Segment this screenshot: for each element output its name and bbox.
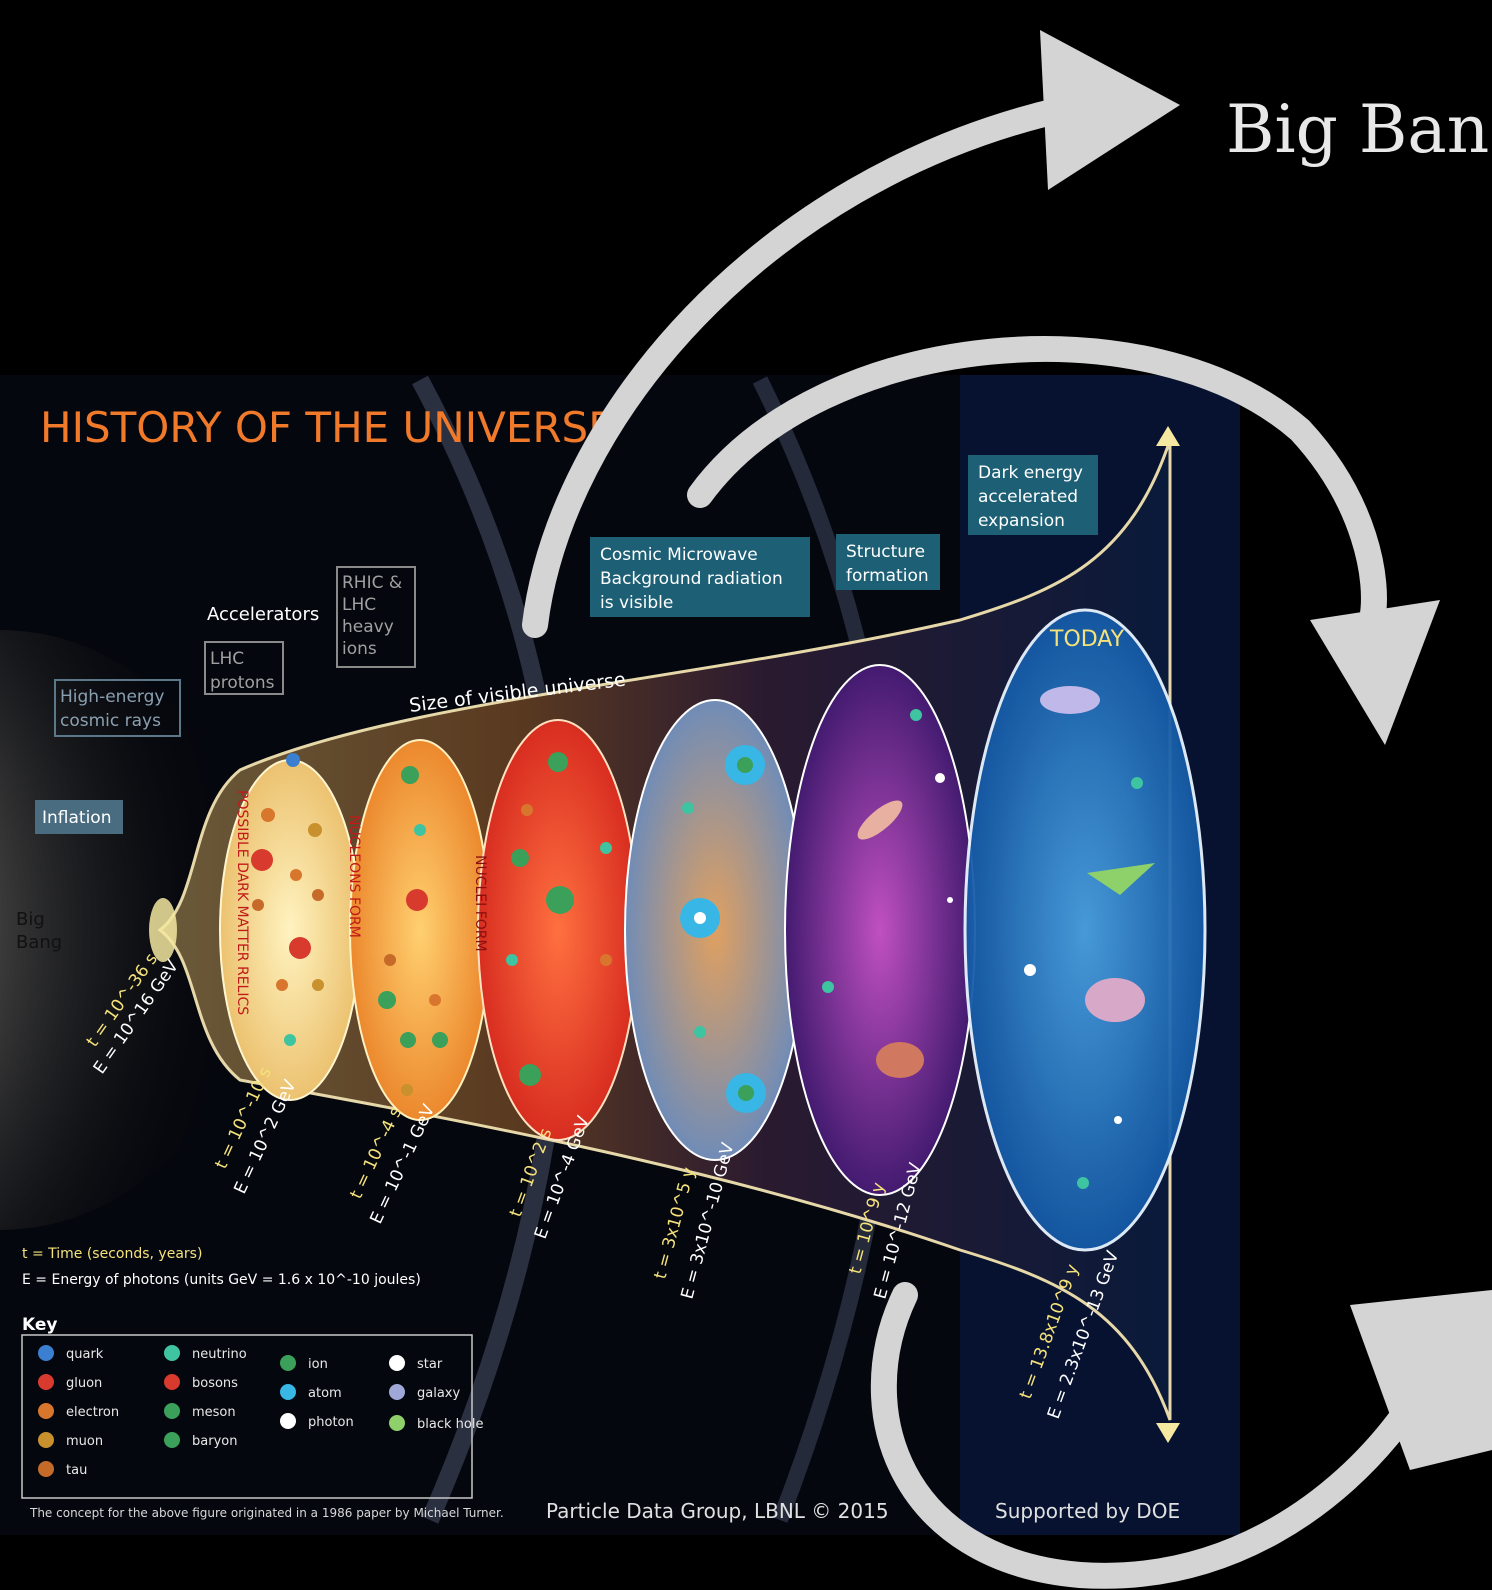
chalk-arc-top (522, 97, 1073, 638)
key-label-gluon: gluon (66, 1376, 102, 1391)
callout-structure: Structure formation (836, 534, 940, 590)
key-icon-baryon (164, 1432, 180, 1448)
callout-cosmic-rays-text-1: High-energy (60, 687, 164, 707)
callout-inflation-text: Inflation (42, 808, 111, 828)
callout-dark-energy-text-2: accelerated (978, 487, 1078, 507)
big-bang-label-2: Bang (16, 932, 62, 953)
era-label-nucleons: NUCLEONS FORM (346, 815, 362, 938)
era-structure (784, 664, 976, 1196)
callout-structure-text-2: formation (846, 566, 929, 586)
callout-accelerators: Accelerators (207, 604, 319, 625)
callout-cmb-text-1: Cosmic Microwave (600, 545, 758, 565)
key-icon-photon (280, 1413, 296, 1429)
callout-lhc-text-1: LHC (210, 649, 244, 669)
key-icon-meson (164, 1403, 180, 1419)
key-label-quark: quark (66, 1347, 104, 1362)
key-icon-electron (38, 1403, 54, 1419)
key-icon-black-hole (389, 1415, 405, 1431)
era-label-dark-matter: POSSIBLE DARK MATTER RELICS (234, 790, 250, 1015)
callout-dark-energy: Dark energy accelerated expansion (968, 455, 1098, 535)
legend-time: t = Time (seconds, years) (22, 1246, 202, 1262)
key-label-neutrino: neutrino (192, 1347, 247, 1362)
key-label-atom: atom (308, 1386, 342, 1401)
inflation-bulb (149, 898, 177, 962)
key-items: quark gluon electron muon tau neutrino bosons m… (38, 1345, 483, 1478)
key-box (21, 1334, 473, 1499)
key-label-galaxy: galaxy (417, 1386, 460, 1401)
slide-title: Big Ban (1226, 91, 1489, 168)
callout-cmb-text-3: is visible (600, 593, 673, 613)
big-bang-label-1: Big (16, 909, 45, 930)
chalk-arc-middle (687, 336, 1387, 633)
key-icon-galaxy (389, 1384, 405, 1400)
key-label-muon: muon (66, 1434, 103, 1449)
callout-rhic: RHIC & LHC heavy ions (336, 566, 416, 668)
arrow-down-icon (1156, 1423, 1180, 1443)
chalk-arrowhead-middle-icon (1310, 600, 1440, 745)
legend-energy: E = Energy of photons (units GeV = 1.6 x… (22, 1272, 421, 1288)
key-label-tau: tau (66, 1463, 87, 1478)
key-label-photon: photon (308, 1415, 354, 1430)
chalk-arrowhead-top-icon (1040, 30, 1180, 190)
key-label-electron: electron (66, 1405, 119, 1420)
big-bang-glow (0, 630, 260, 1230)
today-label: TODAY (1049, 627, 1125, 652)
callout-cmb-text-2: Background radiation (600, 569, 783, 589)
callout-lhc-text-2: protons (210, 673, 275, 693)
key-label-baryon: baryon (192, 1434, 237, 1449)
key-icon-neutrino (164, 1345, 180, 1361)
chalk-arrowhead-bottom-icon (1350, 1290, 1492, 1470)
callout-dark-energy-text-1: Dark energy (978, 463, 1083, 483)
callout-rhic-text-3: heavy (342, 617, 394, 637)
concept-note: The concept for the above figure origina… (29, 1506, 504, 1520)
callout-rhic-text-4: ions (342, 639, 377, 659)
chalk-arrows (522, 30, 1492, 1589)
callout-rhic-text-2: LHC (342, 595, 376, 615)
key-icon-atom (280, 1384, 296, 1400)
support: Supported by DOE (995, 1499, 1180, 1523)
key-icon-ion (280, 1355, 296, 1371)
callout-dark-energy-text-3: expansion (978, 511, 1065, 531)
key-icon-bosons (164, 1374, 180, 1390)
callout-cosmic-rays-text-2: cosmic rays (60, 711, 161, 731)
key-label-ion: ion (308, 1357, 328, 1372)
era-nuclei (477, 719, 639, 1141)
key-title: Key (22, 1315, 58, 1335)
key-icon-gluon (38, 1374, 54, 1390)
key-icon-muon (38, 1432, 54, 1448)
chalk-arc-bottom (870, 1282, 1413, 1589)
callout-inflation: Inflation (35, 800, 123, 834)
key-label-black-hole: black hole (417, 1417, 483, 1432)
era-label-nuclei: NUCLEI FORM (472, 855, 488, 952)
key-icon-tau (38, 1461, 54, 1477)
arrow-up-icon (1156, 426, 1180, 446)
key-label-bosons: bosons (192, 1376, 238, 1391)
era-nucleons (349, 739, 491, 1121)
poster-title: HISTORY OF THE UNIVERSE (40, 403, 615, 452)
key-icon-quark (38, 1345, 54, 1361)
callout-cmb: Cosmic Microwave Background radiation is… (590, 537, 810, 617)
era-today (963, 608, 1207, 1252)
callout-rhic-text-1: RHIC & (342, 573, 402, 593)
key-label-meson: meson (192, 1405, 236, 1420)
credit: Particle Data Group, LBNL © 2015 (546, 1499, 889, 1523)
callout-structure-text-1: Structure (846, 542, 925, 562)
callout-lhc: LHC protons (204, 641, 284, 695)
key-icon-star (389, 1355, 405, 1371)
callout-cosmic-rays: High-energy cosmic rays (54, 679, 181, 737)
particles (251, 686, 1155, 1189)
key-label-star: star (417, 1357, 443, 1372)
